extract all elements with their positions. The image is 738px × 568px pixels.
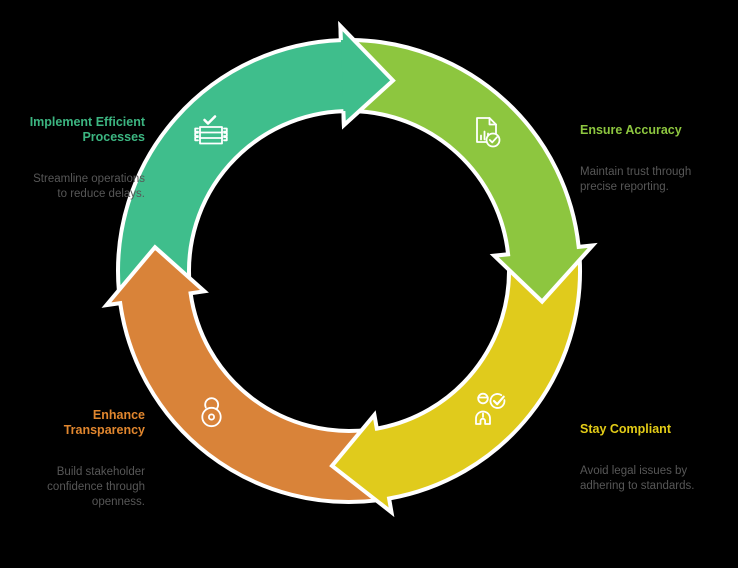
cycle-segment-0-arrowhead-outline bbox=[338, 20, 396, 130]
table-check-icon bbox=[194, 115, 228, 145]
cycle-segment-2 bbox=[329, 256, 583, 518]
step-title: Implement Efficient Processes bbox=[29, 115, 145, 144]
step-label-stay-compliant: Stay Compliant Avoid legal issues by adh… bbox=[580, 404, 736, 512]
cycle-segment-1 bbox=[349, 37, 598, 305]
step-label-implement-efficient-processes: Implement Efficient Processes Streamline… bbox=[0, 97, 145, 220]
step-label-enhance-transparency: Enhance Transparency Build stakeholder c… bbox=[0, 390, 145, 528]
step-description: Streamline operations to reduce delays. bbox=[33, 173, 145, 200]
cycle-segment-0-arrowhead bbox=[340, 26, 393, 126]
step-title: Stay Compliant bbox=[580, 422, 671, 436]
step-title: Enhance Transparency bbox=[63, 408, 145, 437]
cycle-segments bbox=[101, 20, 598, 518]
person-check-icon bbox=[475, 392, 506, 425]
step-description: Maintain trust through precise reporting… bbox=[580, 166, 692, 193]
open-padlock-icon bbox=[201, 397, 222, 428]
cycle-segment-3 bbox=[101, 244, 380, 505]
step-title: Ensure Accuracy bbox=[580, 123, 682, 137]
step-description: Avoid legal issues by adhering to standa… bbox=[580, 465, 695, 492]
step-label-ensure-accuracy: Ensure Accuracy Maintain trust through p… bbox=[580, 105, 736, 213]
step-description: Build stakeholder confidence through ope… bbox=[47, 466, 145, 508]
report-chart-check-icon bbox=[476, 117, 501, 148]
check-badge bbox=[485, 132, 501, 148]
